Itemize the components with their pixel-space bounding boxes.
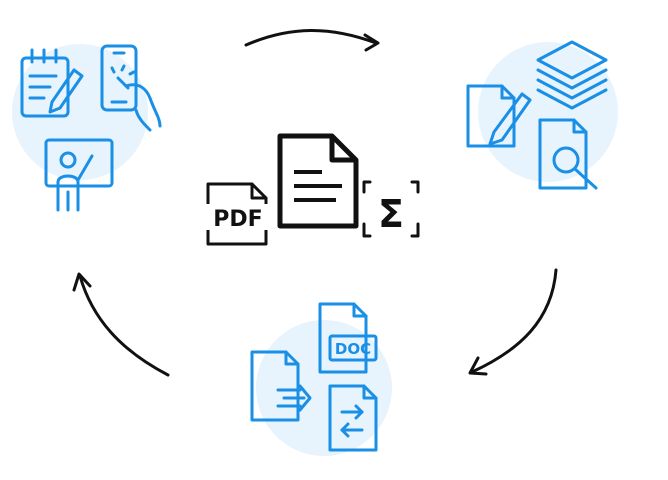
stack-layers-icon: [536, 40, 608, 110]
arrow-right: [468, 268, 558, 376]
pdf-label: PDF: [213, 207, 262, 232]
sigma-label: Σ: [378, 192, 404, 236]
sigma-formula-icon: Σ: [362, 180, 420, 238]
pdf-file-icon: PDF: [206, 182, 270, 246]
phone-tap-icon: [100, 44, 162, 132]
document-icon: [277, 133, 359, 229]
notepad-icon: [20, 48, 84, 118]
presenter-icon: [44, 138, 114, 212]
doc-file-icon: DOC: [318, 302, 378, 374]
edit-document-icon: [466, 84, 532, 148]
top-right-bubble: [478, 42, 618, 182]
document-search-icon: [538, 118, 598, 190]
bottom-bubble: [256, 320, 392, 456]
top-left-bubble: [12, 44, 148, 180]
doc-label: DOC: [335, 340, 371, 358]
arrow-top: [244, 29, 380, 52]
file-export-icon: [250, 350, 312, 422]
arrow-left: [72, 272, 170, 377]
file-transfer-icon: [328, 384, 378, 452]
